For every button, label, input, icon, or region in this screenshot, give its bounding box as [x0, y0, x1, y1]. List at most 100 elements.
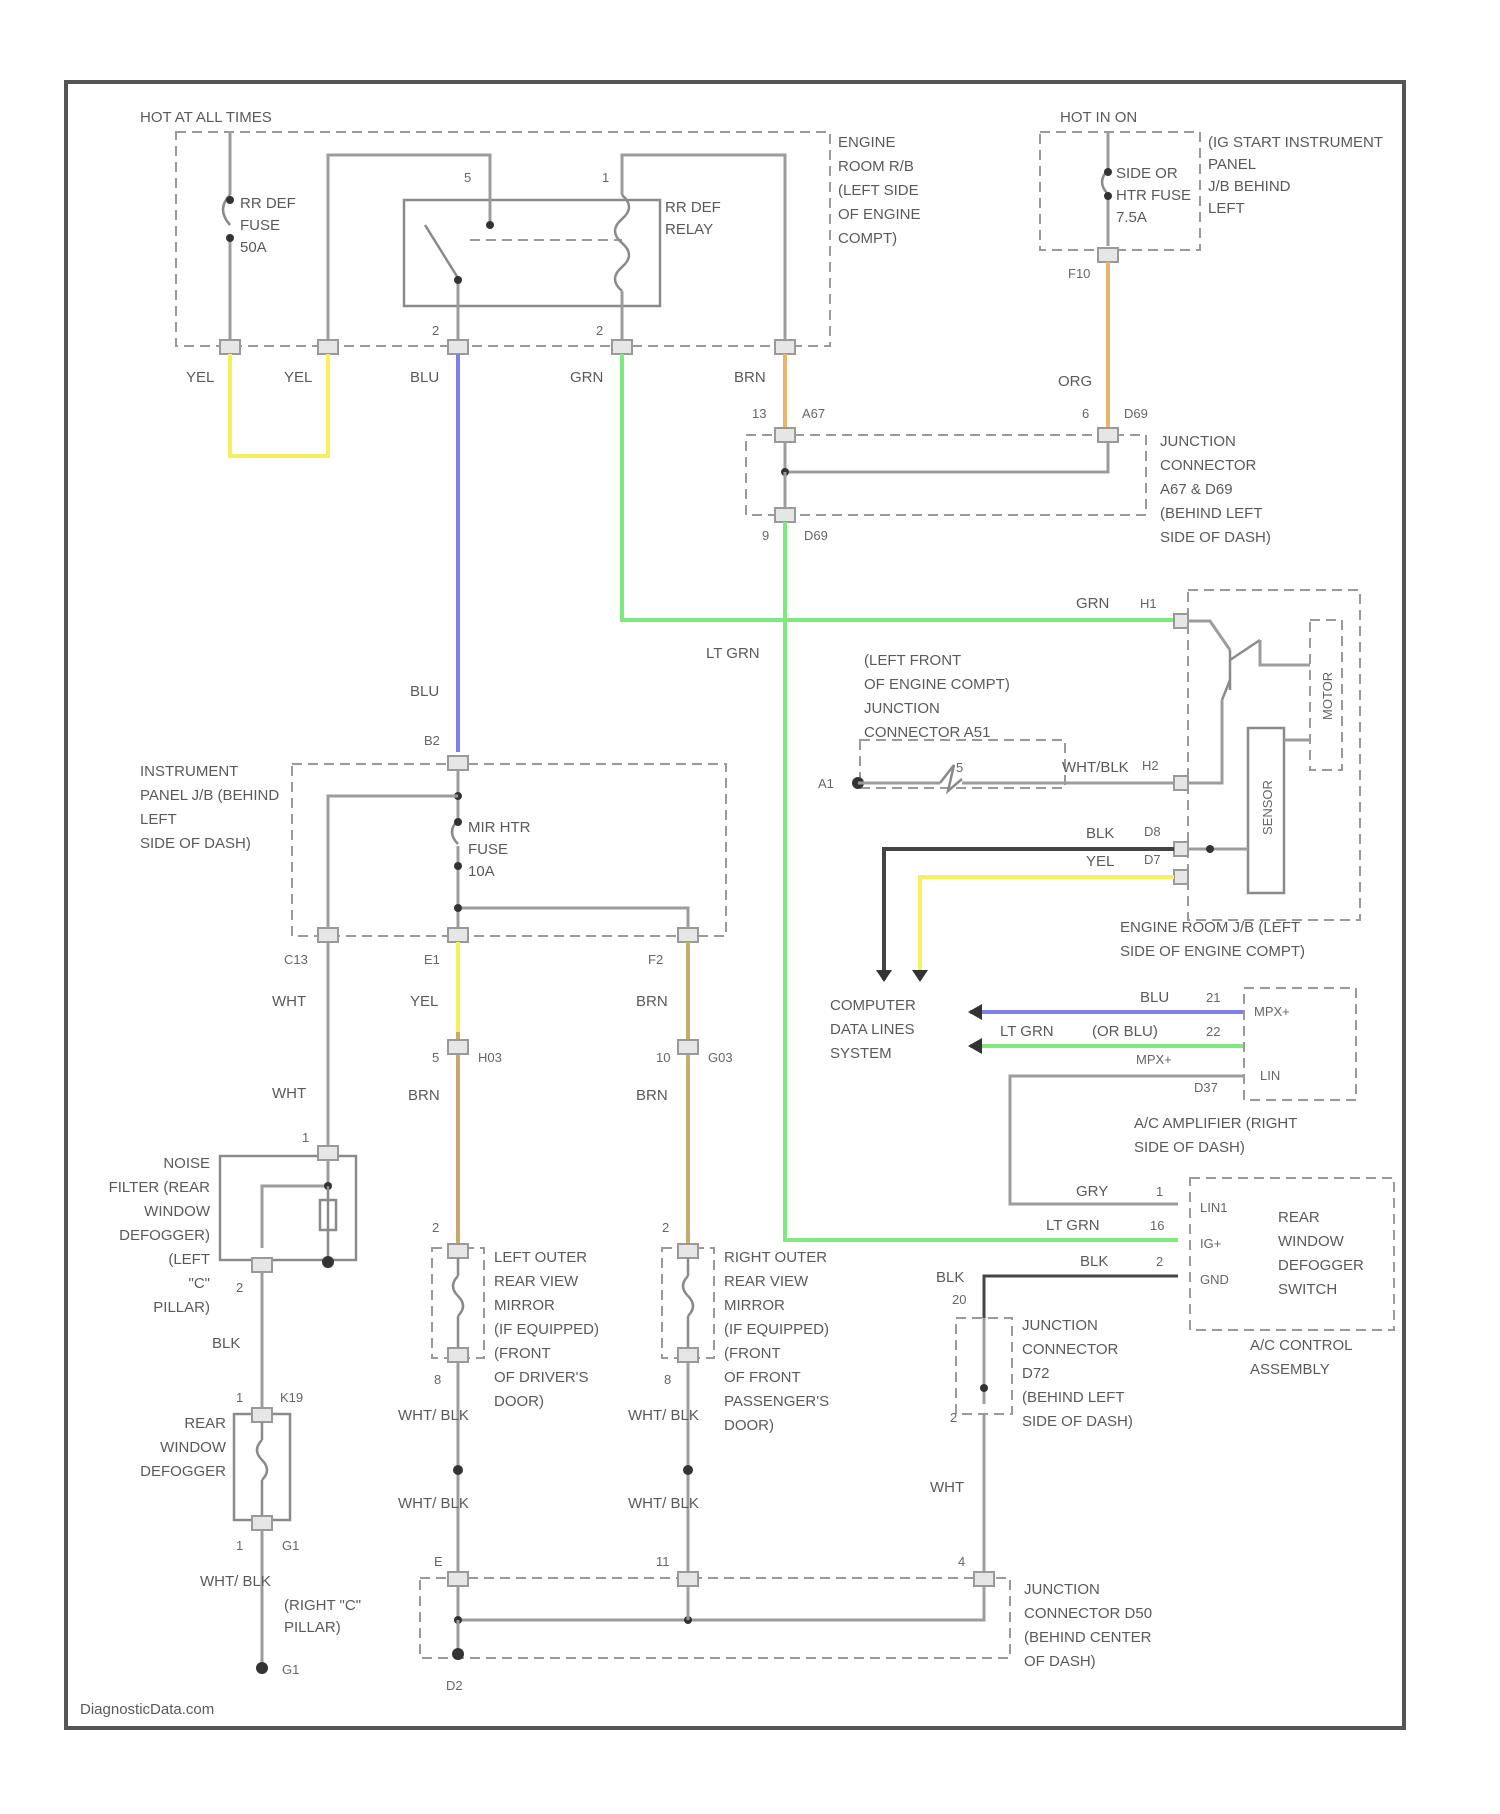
svg-text:(BEHIND CENTER: (BEHIND CENTER	[1024, 1629, 1152, 1646]
junction-d72-label: JUNCTION CONNECTOR D72 (BEHIND LEFT SIDE…	[1022, 1317, 1133, 1430]
pin-2b: 2	[596, 323, 603, 338]
pin-1s: 1	[1156, 1184, 1163, 1199]
ig-start-panel-label: (IG START INSTRUMENT PANEL J/B BEHIND LE…	[1208, 134, 1383, 217]
svg-text:RIGHT OUTER: RIGHT OUTER	[724, 1249, 827, 1266]
blk-sw-label: BLK	[1080, 1253, 1108, 1270]
mpx-minus-label: MPX+	[1136, 1052, 1172, 1067]
diagram-frame	[66, 82, 1404, 1728]
svg-text:7.5A: 7.5A	[1116, 209, 1147, 226]
d69b-connector	[775, 508, 795, 522]
svg-text:DEFOGGER): DEFOGGER)	[119, 1227, 210, 1244]
pin-h1: H1	[1140, 596, 1157, 611]
brn-f2b-label: BRN	[636, 1087, 668, 1104]
svg-text:A/C CONTROL: A/C CONTROL	[1250, 1337, 1353, 1354]
svg-text:INSTRUMENT: INSTRUMENT	[140, 763, 238, 780]
blk-data-wire	[884, 849, 1174, 980]
pin-9: 9	[762, 528, 769, 543]
svg-text:OF FRONT: OF FRONT	[724, 1369, 801, 1386]
svg-text:REAR: REAR	[1278, 1209, 1320, 1226]
svg-text:DEFOGGER: DEFOGGER	[140, 1463, 226, 1480]
f2-connector	[678, 928, 698, 942]
svg-text:(BEHIND LEFT: (BEHIND LEFT	[1022, 1389, 1125, 1406]
pin-h03: H03	[478, 1050, 502, 1065]
svg-text:CONNECTOR: CONNECTOR	[1160, 457, 1257, 474]
pin-8b: 8	[664, 1372, 671, 1387]
org-label: ORG	[1058, 373, 1092, 390]
svg-text:A67 & D69: A67 & D69	[1160, 481, 1233, 498]
svg-text:OF DASH): OF DASH)	[1024, 1653, 1096, 1670]
pin-f2: F2	[648, 952, 663, 967]
right-c-pillar-label: (RIGHT "C" PILLAR)	[284, 1597, 361, 1636]
svg-text:FUSE: FUSE	[468, 841, 508, 858]
svg-text:SWITCH: SWITCH	[1278, 1281, 1337, 1298]
pin-5b: 5	[432, 1050, 439, 1065]
noise-filter-label: NOISE FILTER (REAR WINDOW DEFOGGER) (LEF…	[109, 1155, 211, 1316]
pin-1d: 1	[236, 1390, 243, 1405]
lt-grn-label: LT GRN	[706, 645, 760, 662]
svg-text:DOOR): DOOR)	[494, 1393, 544, 1410]
pin-20: 20	[952, 1292, 966, 1307]
pin-d8: D8	[1144, 824, 1161, 839]
pin-a67: A67	[802, 406, 825, 421]
wht-blk-4-label: WHT/ BLK	[628, 1495, 699, 1512]
d7-connector	[1174, 870, 1188, 884]
junction-d50-label: JUNCTION CONNECTOR D50 (BEHIND CENTER OF…	[1024, 1581, 1152, 1670]
wht-blk-1-label: WHT/ BLK	[398, 1407, 469, 1424]
pin-k19: K19	[280, 1390, 303, 1405]
svg-text:(FRONT: (FRONT	[494, 1345, 551, 1362]
ipjb-node-2	[454, 904, 462, 912]
pin-16: 16	[1150, 1218, 1164, 1233]
c13-connector	[318, 928, 338, 942]
mir-fuse-node-top	[454, 818, 462, 826]
svg-text:REAR VIEW: REAR VIEW	[494, 1273, 579, 1290]
pin-g1: G1	[282, 1538, 299, 1553]
grn-label-right: GRN	[1076, 595, 1109, 612]
wht-blk-2-label: WHT/ BLK	[398, 1495, 469, 1512]
defogger-element	[257, 1440, 267, 1480]
e1-connector	[448, 928, 468, 942]
pin-2r: 2	[662, 1220, 669, 1235]
svg-text:CONNECTOR A51: CONNECTOR A51	[864, 724, 990, 741]
yel-label-a: YEL	[186, 369, 214, 386]
svg-text:COMPUTER: COMPUTER	[830, 997, 916, 1014]
g03-connector	[678, 1040, 698, 1054]
svg-text:OF ENGINE COMPT): OF ENGINE COMPT)	[864, 676, 1010, 693]
rr-def-relay-label: RR DEF RELAY	[665, 199, 721, 238]
svg-text:ENGINE ROOM J/B (LEFT: ENGINE ROOM J/B (LEFT	[1120, 919, 1300, 936]
rb-connector-5	[775, 340, 795, 354]
svg-text:MIRROR: MIRROR	[724, 1297, 785, 1314]
d72-node	[980, 1384, 988, 1392]
htr-fuse-node-top	[1104, 168, 1112, 176]
mir-fuse-node-bottom	[454, 862, 462, 870]
rr-def-fuse-label: RR DEF FUSE 50A	[240, 195, 296, 256]
svg-text:LEFT: LEFT	[140, 811, 177, 828]
svg-text:RR DEF: RR DEF	[240, 195, 296, 212]
left-mirror-splice	[453, 1465, 463, 1475]
pin-f10: F10	[1068, 266, 1090, 281]
sensor-label: SENSOR	[1260, 780, 1275, 835]
ground-d2	[452, 1648, 464, 1660]
svg-text:OF DRIVER'S: OF DRIVER'S	[494, 1369, 589, 1386]
svg-text:WINDOW: WINDOW	[160, 1439, 227, 1456]
pin-8a: 8	[434, 1372, 441, 1387]
d50-4-connector	[974, 1572, 994, 1586]
mir-htr-fuse-label: MIR HTR FUSE 10A	[468, 819, 531, 880]
pin-b2: B2	[424, 733, 440, 748]
pin-21: 21	[1206, 990, 1220, 1005]
svg-text:JUNCTION: JUNCTION	[1022, 1317, 1098, 1334]
wht-d72-label: WHT	[930, 1479, 964, 1496]
blu-data-label: BLU	[1140, 989, 1169, 1006]
svg-text:LEFT: LEFT	[1208, 200, 1245, 217]
computer-data-lines-label: COMPUTER DATA LINES SYSTEM	[830, 997, 916, 1062]
pin-e1: E1	[424, 952, 440, 967]
svg-text:COMPT): COMPT)	[838, 230, 897, 247]
wht-label-a: WHT	[272, 993, 306, 1010]
pin-g1b: G1	[282, 1662, 299, 1677]
fuse-node-top	[226, 196, 234, 204]
svg-text:PASSENGER'S: PASSENGER'S	[724, 1393, 829, 1410]
pin-2t: 2	[950, 1410, 957, 1425]
left-mirror-out	[448, 1348, 468, 1362]
relay-pivot-node	[454, 276, 462, 284]
svg-text:MIRROR: MIRROR	[494, 1297, 555, 1314]
